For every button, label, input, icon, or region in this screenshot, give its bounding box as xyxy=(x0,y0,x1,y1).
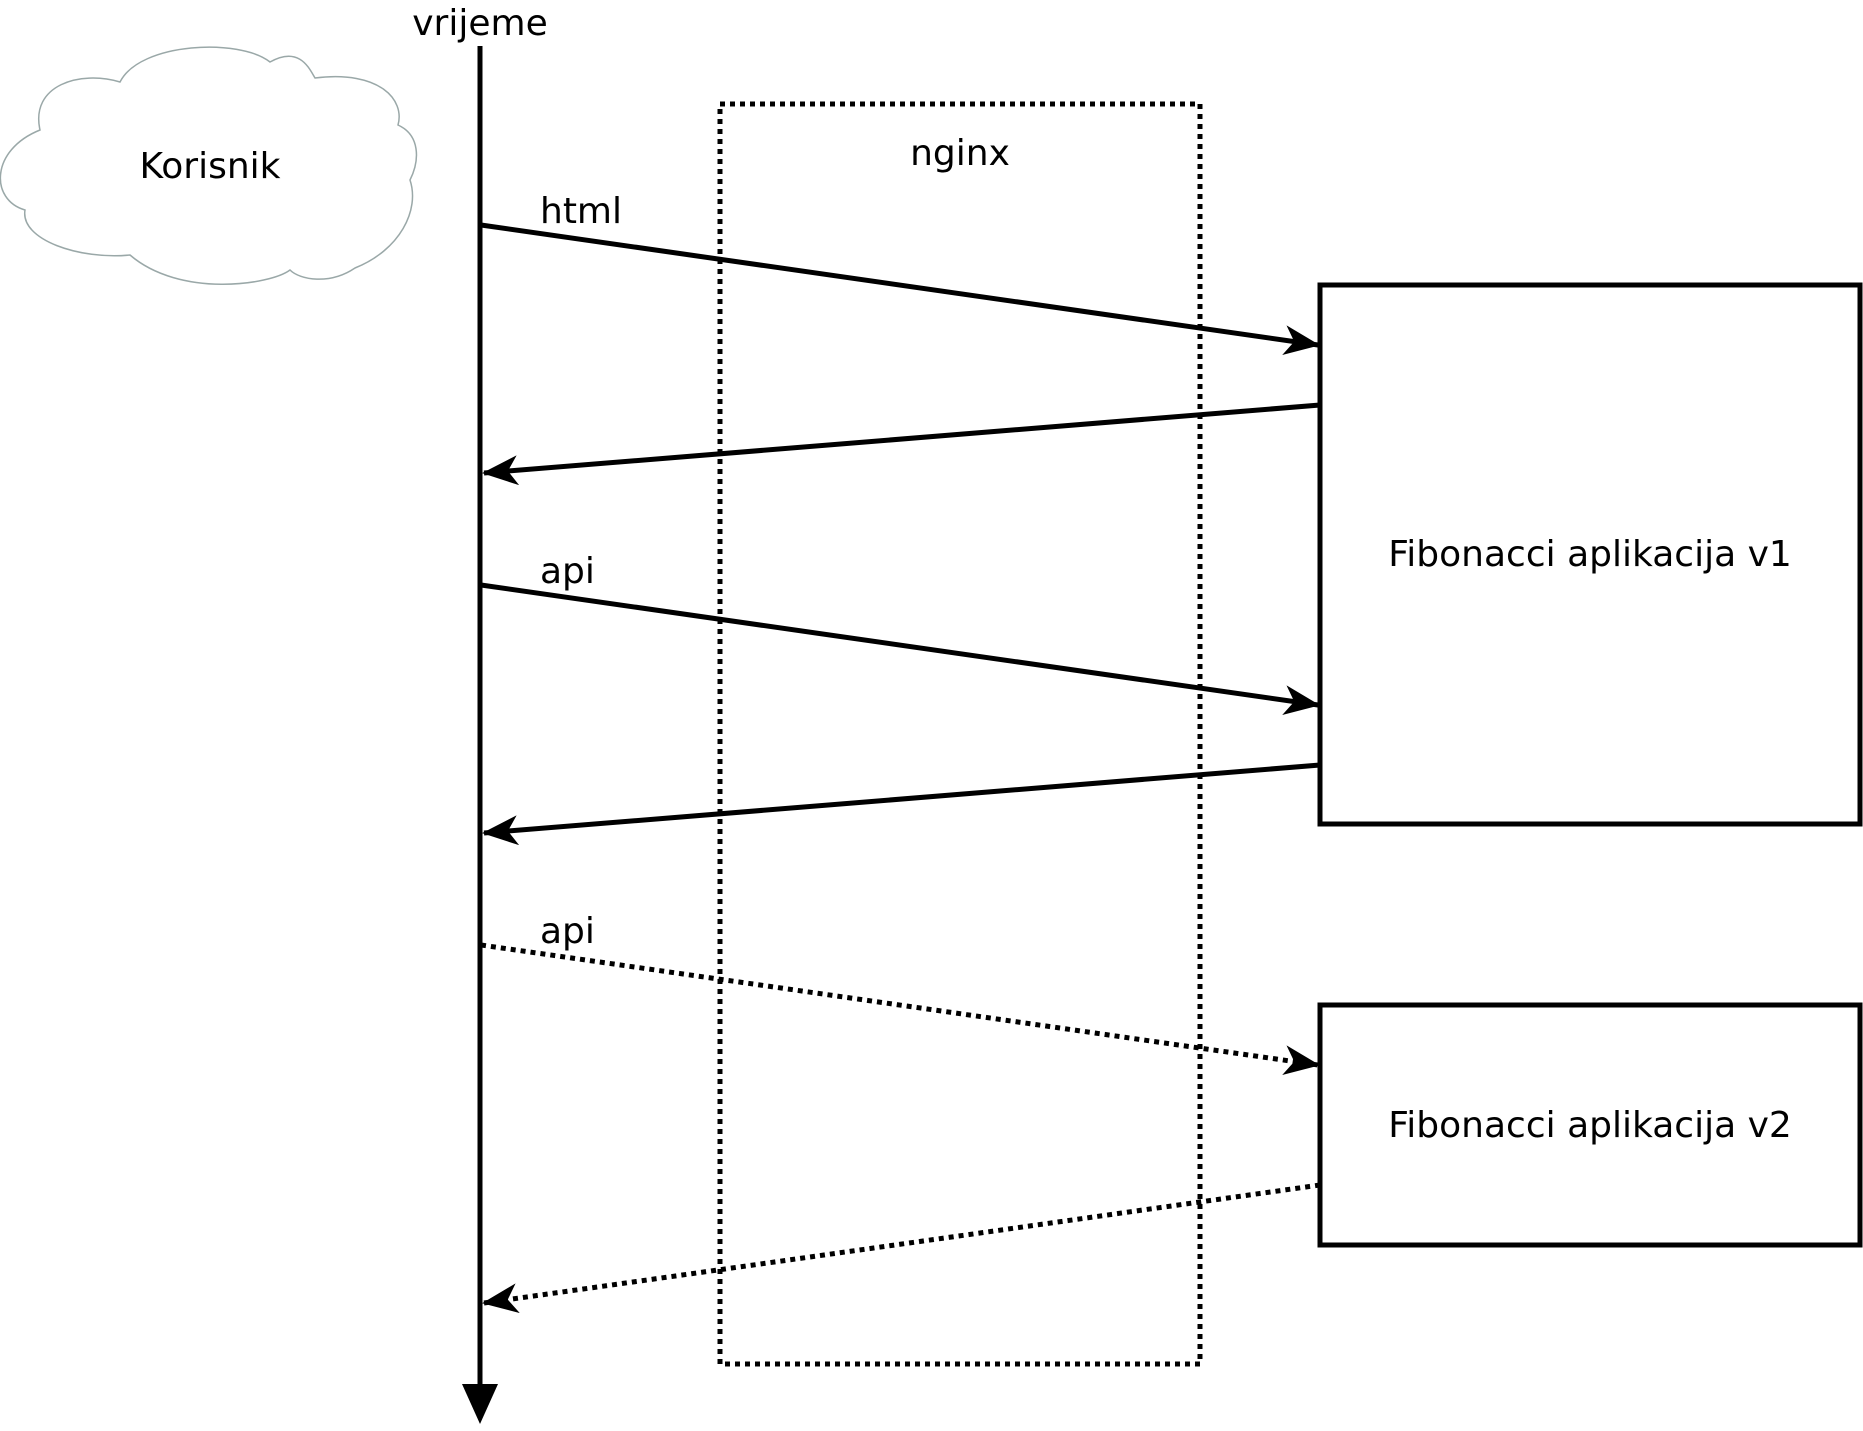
request-label-html: html xyxy=(540,191,622,232)
api-request-arrow-v2 xyxy=(480,942,1320,1076)
app-v2-box: Fibonacci aplikacija v2 xyxy=(1317,1002,1863,1248)
nginx-box: nginx xyxy=(717,101,1203,1367)
request-label-api-2: api xyxy=(540,911,595,952)
user-label: Korisnik xyxy=(139,146,280,187)
app-v1-box: Fibonacci aplikacija v1 xyxy=(1317,282,1863,827)
api-response-arrow-v1 xyxy=(482,762,1321,846)
nginx-label: nginx xyxy=(910,133,1010,174)
api-response-arrow-v2 xyxy=(482,1182,1321,1314)
api-request-arrow-v1 xyxy=(480,582,1320,716)
app-v2-label: Fibonacci aplikacija v2 xyxy=(1388,1105,1792,1146)
timeline-arrow-icon xyxy=(462,1384,498,1424)
html-response-arrow xyxy=(482,402,1321,486)
message-arrows: html api api xyxy=(480,191,1321,1314)
timeline: vrijeme xyxy=(412,3,548,1424)
user-cloud: Korisnik xyxy=(0,46,418,285)
app-v1-label: Fibonacci aplikacija v1 xyxy=(1388,534,1792,575)
timeline-label: vrijeme xyxy=(412,3,547,44)
cloud-icon xyxy=(0,46,418,285)
request-label-api-1: api xyxy=(540,551,595,592)
html-request-arrow xyxy=(480,222,1320,356)
